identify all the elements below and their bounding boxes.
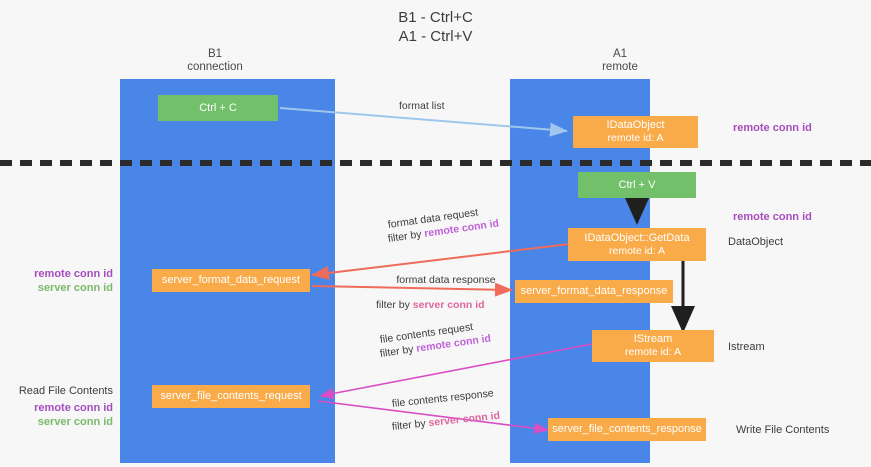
caption-fdres-line1: format data response (396, 274, 496, 286)
box-ctrl-c[interactable]: Ctrl + C (158, 95, 278, 121)
box-server-format-data-request[interactable]: server_format_data_request (152, 269, 310, 292)
box-server-file-contents-request[interactable]: server_file_contents_request (152, 385, 310, 408)
arrow-format-list (279, 107, 568, 137)
title-line-2: A1 - Ctrl+V (398, 28, 473, 45)
label-left-conn-group-top: remote conn id server conn id (0, 268, 113, 295)
box-sfcres-label: server_file_contents_response (552, 423, 702, 435)
caption-fdres-prefix: filter by (376, 299, 413, 311)
caption-fcres-line2: filter by server conn id (391, 410, 500, 434)
box-server-file-contents-response[interactable]: server_file_contents_response (548, 418, 706, 441)
label-left-conn-group-bottom: remote conn id server conn id (0, 402, 113, 429)
box-getdata-line1: IDataObject::GetData (584, 231, 690, 244)
column-b1-role: connection (187, 61, 243, 73)
box-istream-line2: remote id: A (624, 346, 682, 358)
caption-format-list-text: format list (399, 100, 445, 112)
label-right-remote-conn-id-top: remote conn id (733, 122, 812, 134)
box-istream[interactable]: IStream remote id: A (592, 330, 714, 362)
box-idataobject-getdata[interactable]: IDataObject::GetData remote id: A (568, 228, 706, 261)
box-istream-line1: IStream (633, 333, 673, 345)
arrow-file-contents-response (317, 400, 549, 434)
box-ctrl-v[interactable]: Ctrl + V (578, 172, 696, 198)
box-getdata-line2: remote id: A (608, 244, 666, 257)
box-idataobject-line1: IDataObject (606, 119, 665, 131)
title-line-1: B1 - Ctrl+C (398, 9, 473, 26)
arrow-file-contents-request (319, 343, 593, 399)
column-header-b1: B1 connection (155, 48, 275, 74)
arrow-format-data-request (311, 242, 579, 280)
arrow-format-data-response (311, 282, 513, 297)
caption-file-contents-response: file contents response filter by server … (391, 387, 501, 434)
box-idataobject-line2: remote id: A (607, 132, 664, 144)
label-left-server-conn-id-2: server conn id (37, 415, 113, 428)
caption-fdres-line2: filter by server conn id (376, 299, 516, 312)
column-b1-name: B1 (207, 48, 223, 60)
label-right-istream: Istream (728, 341, 765, 353)
label-left-remote-conn-id-2: remote conn id (34, 402, 113, 414)
caption-fcres-key: server conn id (427, 409, 501, 430)
diagram-title: B1 - Ctrl+C A1 - Ctrl+V (0, 8, 871, 46)
label-left-remote-conn-id: remote conn id (34, 268, 113, 280)
box-sfdres-label: server_format_data_response (520, 285, 668, 297)
box-ctrl-c-label: Ctrl + C (199, 101, 237, 114)
column-a1-name: A1 (612, 48, 628, 60)
label-right-write-file-contents: Write File Contents (736, 424, 830, 436)
caption-format-list: format list (399, 100, 445, 113)
box-sfdreq-label: server_format_data_request (161, 274, 301, 286)
box-ctrl-v-label: Ctrl + V (618, 178, 656, 191)
caption-fdres-key: server conn id (412, 299, 485, 311)
caption-format-data-request: format data request filter by remote con… (387, 206, 500, 246)
column-a1-role: remote (602, 61, 638, 73)
caption-fcres-prefix: filter by (391, 417, 430, 433)
box-server-format-data-response[interactable]: server_format_data_response (515, 280, 673, 303)
box-idataobject[interactable]: IDataObject remote id: A (573, 116, 698, 148)
column-header-a1: A1 remote (560, 48, 680, 74)
caption-file-contents-request: file contents request filter by remote c… (379, 321, 492, 361)
caption-format-data-response: format data response filter by server co… (376, 274, 516, 312)
label-left-read-file-contents: Read File Contents (18, 385, 113, 397)
label-right-dataobject: DataObject (728, 236, 784, 248)
box-sfcreq-label: server_file_contents_request (160, 390, 302, 402)
label-left-server-conn-id: server conn id (37, 281, 113, 294)
label-right-remote-conn-id-mid: remote conn id (733, 211, 812, 223)
